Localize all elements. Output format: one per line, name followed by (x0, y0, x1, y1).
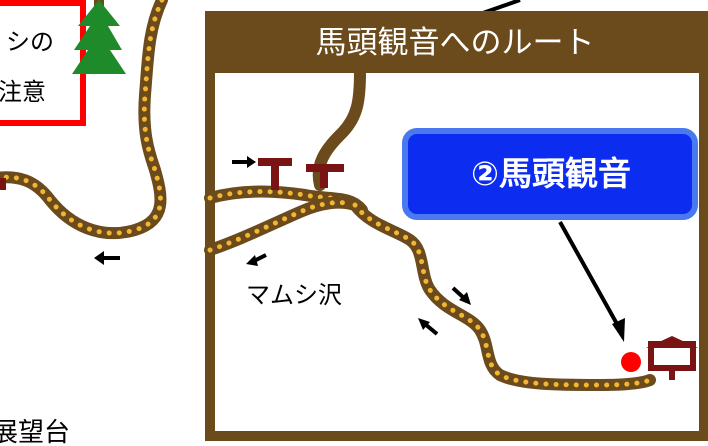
arrow-icon (94, 251, 120, 265)
red-dot-marker (621, 352, 641, 372)
route-panel-title: 馬頭観音へのルート (315, 25, 595, 61)
observatory-label: 展望台 (0, 418, 71, 446)
arrow-icon (451, 286, 471, 305)
callout-box (402, 128, 698, 220)
trail-panel (204, 66, 656, 392)
signpost-icon (0, 178, 6, 190)
signpost-icon (306, 164, 344, 188)
trail-left (0, 0, 168, 240)
route-panel (205, 11, 708, 441)
shrine-sign-icon (646, 336, 698, 380)
route-panel-header (205, 11, 708, 73)
arrow-icon (232, 156, 256, 168)
arrow-icon (418, 318, 439, 336)
callout-pointer (558, 221, 625, 342)
tree-icon (72, 0, 126, 74)
warning-text-line1: シの (6, 28, 54, 56)
warning-text-line2: 注意 (0, 78, 46, 106)
arrow-icon (246, 253, 267, 266)
signpost-icon (258, 158, 292, 190)
callout-label: ②馬頭観音 (471, 154, 631, 193)
marsh-label: マムシ沢 (246, 281, 342, 309)
